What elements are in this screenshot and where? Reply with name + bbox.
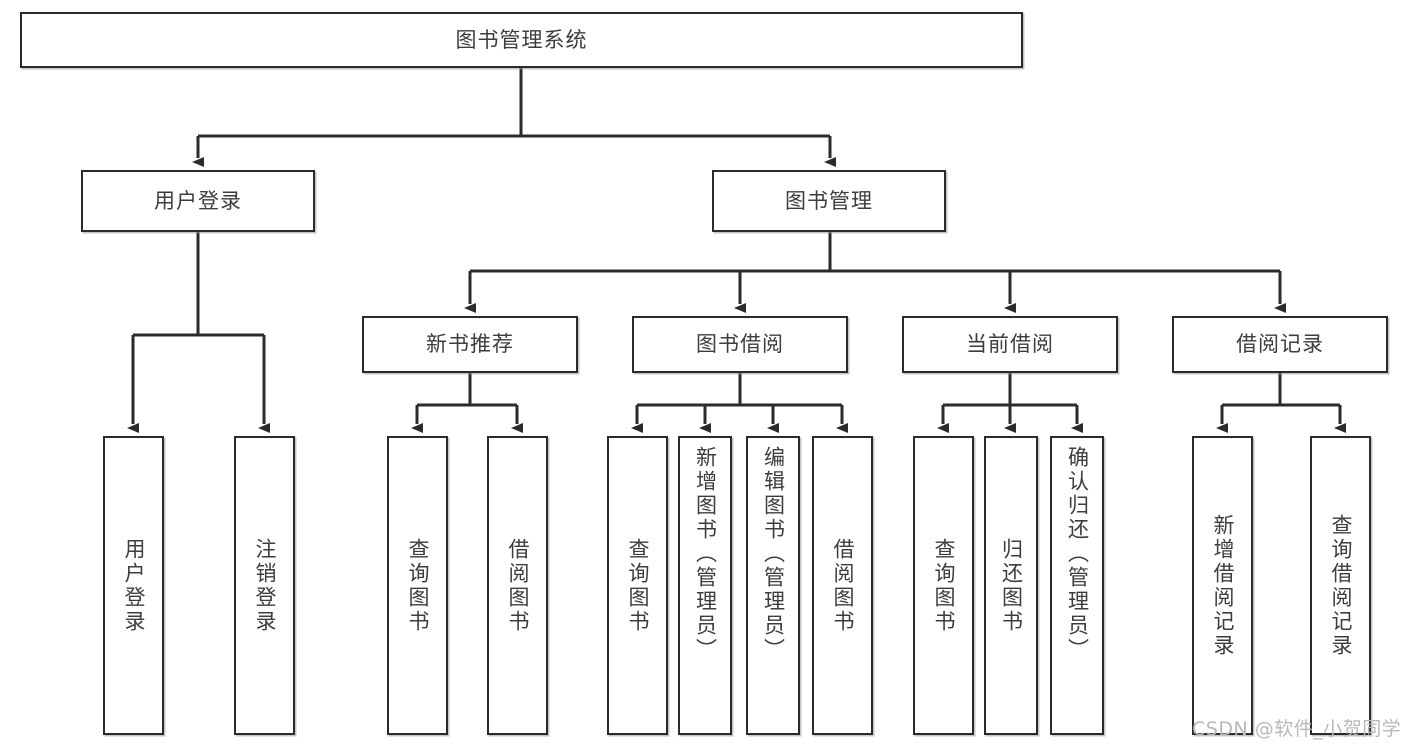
- node-label: 借阅记录: [1236, 332, 1324, 357]
- node-label: 借阅图书: [831, 537, 855, 634]
- leaf-add-borrow-record[interactable]: 新增借阅记录: [1192, 436, 1253, 735]
- leaf-query-book-recommend[interactable]: 查询图书: [387, 436, 448, 735]
- node-borrow-record[interactable]: 借阅记录: [1172, 316, 1388, 373]
- node-label: 编辑图书（管理员）: [761, 446, 786, 662]
- node-label: 图书管理系统: [455, 27, 588, 52]
- leaf-return-book[interactable]: 归还图书: [984, 436, 1038, 735]
- leaf-query-book-borrow[interactable]: 查询图书: [607, 436, 668, 735]
- node-label: 用户登录: [154, 188, 242, 213]
- node-current-borrow[interactable]: 当前借阅: [902, 316, 1118, 373]
- node-new-book-recommend[interactable]: 新书推荐: [362, 316, 578, 373]
- node-label: 注销登录: [253, 537, 277, 634]
- node-root-book-management-system[interactable]: 图书管理系统: [20, 12, 1023, 68]
- node-book-management[interactable]: 图书管理: [712, 170, 946, 232]
- leaf-add-book-admin[interactable]: 新增图书（管理员）: [678, 436, 732, 735]
- node-label: 归还图书: [999, 537, 1024, 634]
- node-book-borrow[interactable]: 图书借阅: [632, 316, 848, 373]
- node-label: 图书借阅: [696, 332, 784, 357]
- leaf-query-borrow-record[interactable]: 查询借阅记录: [1310, 436, 1371, 735]
- leaf-confirm-return-admin[interactable]: 确认归还（管理员）: [1050, 436, 1104, 735]
- node-label: 新增借阅记录: [1211, 513, 1235, 658]
- leaf-logout-login[interactable]: 注销登录: [234, 436, 295, 735]
- node-label: 用户登录: [122, 537, 146, 634]
- node-label: 查询图书: [626, 537, 650, 634]
- node-user-login[interactable]: 用户登录: [81, 170, 315, 232]
- node-label: 当前借阅: [966, 332, 1054, 357]
- node-label: 查询借阅记录: [1329, 513, 1353, 658]
- node-label: 借阅图书: [506, 537, 530, 634]
- node-label: 图书管理: [785, 188, 873, 213]
- leaf-query-book-current[interactable]: 查询图书: [913, 436, 974, 735]
- node-label: 查询图书: [932, 537, 956, 634]
- csdn-watermark: CSDN @软件_小贺同学: [1192, 718, 1402, 740]
- leaf-edit-book-admin[interactable]: 编辑图书（管理员）: [746, 436, 800, 735]
- leaf-user-login[interactable]: 用户登录: [103, 436, 164, 735]
- leaf-borrow-book-recommend[interactable]: 借阅图书: [487, 436, 548, 735]
- node-label: 新增图书（管理员）: [693, 446, 718, 662]
- node-label: 确认归还（管理员）: [1065, 446, 1090, 662]
- node-label: 新书推荐: [426, 332, 514, 357]
- node-label: 查询图书: [406, 537, 430, 634]
- leaf-borrow-book[interactable]: 借阅图书: [812, 436, 873, 735]
